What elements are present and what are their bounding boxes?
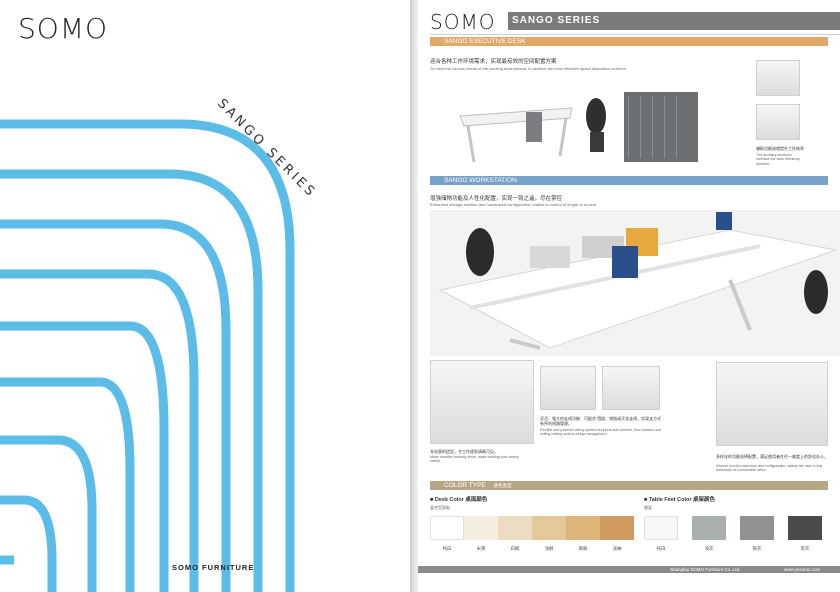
color-section-title-cn: 颜色类型 bbox=[493, 483, 512, 488]
aux-function-photo-1 bbox=[756, 60, 800, 96]
color-section-bar: COLOR TYPE 颜色类型 bbox=[430, 481, 828, 490]
desk-color-swatch-label: 浅柚 bbox=[612, 546, 622, 551]
cover-footer: SOMO FURNITURE bbox=[172, 563, 255, 572]
stripe-4 bbox=[0, 269, 199, 592]
desk-color-swatch-label: 米黄 bbox=[476, 546, 486, 551]
footer-company: Shanghai SOMO Furniture Co.,Ltd. bbox=[670, 566, 741, 572]
aux-en: The auxiliary functions increase the wor… bbox=[756, 153, 801, 166]
workstation-photo-d bbox=[716, 362, 828, 446]
desk-color-swatch-label: 白枫 bbox=[510, 546, 520, 551]
stripe-1 bbox=[0, 119, 295, 592]
desk-color-swatch-label: 纯白 bbox=[442, 546, 452, 551]
executive-section-title: SANGO EXECUTIVE DESK bbox=[444, 38, 526, 45]
desk-color-swatch bbox=[498, 516, 532, 540]
desk-color-swatch-label: 黄枫 bbox=[578, 546, 588, 551]
desk-color-sub: 复合型面板 bbox=[430, 505, 450, 510]
series-badge-label: SANGO SERIES bbox=[512, 15, 601, 26]
executive-desk-illustration bbox=[459, 92, 698, 163]
executive-cn: 迎合各种工作环境需求，实现最有效的空间配置方案 bbox=[430, 59, 557, 65]
stripe-2 bbox=[0, 169, 263, 592]
feet-color-swatch-label: 黑灰 bbox=[800, 546, 810, 551]
feet-color-swatch-label: 浅灰 bbox=[704, 546, 714, 551]
workstation-section-title: SANGO WORKSTATION bbox=[444, 177, 517, 184]
desk-color-label: ■ Desk Color 桌面颜色 bbox=[430, 497, 488, 503]
caption-1-en: Make creative instantly show, make worki… bbox=[430, 455, 520, 464]
workstation-photo-a bbox=[430, 360, 534, 444]
spec-brand-logo: SOMO bbox=[430, 10, 496, 34]
feet-color-swatch bbox=[644, 516, 678, 540]
page-spine bbox=[410, 0, 418, 592]
desk-color-swatch bbox=[566, 516, 600, 540]
workstation-main-photo bbox=[430, 210, 840, 356]
feet-color-label: ■ Table Feet Color 桌架颜色 bbox=[644, 497, 716, 503]
header-rule bbox=[430, 34, 840, 35]
desk-color-swatch bbox=[532, 516, 566, 540]
cover-brand-logo: SOMO bbox=[18, 12, 109, 45]
stripe-3 bbox=[0, 219, 231, 592]
feet-color-swatch-label: 纯白 bbox=[656, 546, 666, 551]
spec-page: SOMO SANGO SERIES SANGO EXECUTIVE DESK 迎… bbox=[418, 0, 840, 592]
cover-series-title: SANGO SERIES bbox=[214, 96, 319, 201]
stripe-8 bbox=[0, 495, 57, 592]
workstation-cn: 增强储物功能及人性化配置，实现一臂之遥，尽在掌控 bbox=[430, 196, 563, 202]
feet-color-swatch bbox=[788, 516, 822, 540]
cover-stripes: SANGO SERIES bbox=[0, 96, 319, 592]
cover-page: SOMO SANGO SERIES SOMO FURNITURE bbox=[0, 0, 410, 592]
workstation-photo-c bbox=[602, 366, 660, 410]
footer-url: www.yesomo.com bbox=[784, 566, 821, 572]
workstation-en: Enhanced storage function and humanized … bbox=[430, 202, 598, 207]
desk-color-swatch-label: 浅枫 bbox=[544, 546, 554, 551]
feet-color-swatch bbox=[740, 516, 774, 540]
feet-color-swatch-label: 银灰 bbox=[752, 546, 762, 551]
caption-3-cn: 多样化的功能选择配置，满足使用者在任一维度上的舒适办公。 bbox=[716, 454, 828, 459]
desk-color-swatch bbox=[430, 516, 464, 540]
executive-section-bar: SANGO EXECUTIVE DESK bbox=[430, 37, 828, 46]
series-badge: SANGO SERIES bbox=[508, 12, 840, 30]
spec-footer-bar: Shanghai SOMO Furniture Co.,Ltd. www.yes… bbox=[418, 566, 840, 573]
stripe-5 bbox=[0, 321, 169, 592]
stripe-7 bbox=[0, 435, 97, 592]
color-section-title: COLOR TYPE bbox=[444, 482, 486, 489]
desk-color-swatch bbox=[464, 516, 498, 540]
caption-2-cn: 灵活、强大的走线功能：可配合 墙插、地插或天花走线，实现走方式有序的线路管理。 bbox=[540, 416, 662, 426]
executive-desk-photo bbox=[454, 82, 702, 170]
workstation-section-bar: SANGO WORKSTATION bbox=[430, 176, 828, 185]
aux-cn: 辅助功能成就提升工作效率 bbox=[756, 146, 804, 151]
caption-2-en: Flexible and powerful wiring system supp… bbox=[540, 428, 662, 437]
executive-en: To meet the various needs of the working… bbox=[430, 66, 627, 71]
caption-1-cn: 非创意的造型，令工作规划清晰可见。 bbox=[430, 449, 498, 454]
aux-function-photo-2 bbox=[756, 104, 800, 140]
workstation-photo-b bbox=[540, 366, 596, 410]
feet-color-swatch bbox=[692, 516, 726, 540]
caption-3-en: Diverse function selection and configura… bbox=[716, 464, 823, 473]
stripe-6 bbox=[0, 377, 135, 592]
feet-color-sub: 钢架 bbox=[644, 505, 652, 510]
desk-color-swatch bbox=[600, 516, 634, 540]
workstation-illustration bbox=[438, 212, 838, 350]
